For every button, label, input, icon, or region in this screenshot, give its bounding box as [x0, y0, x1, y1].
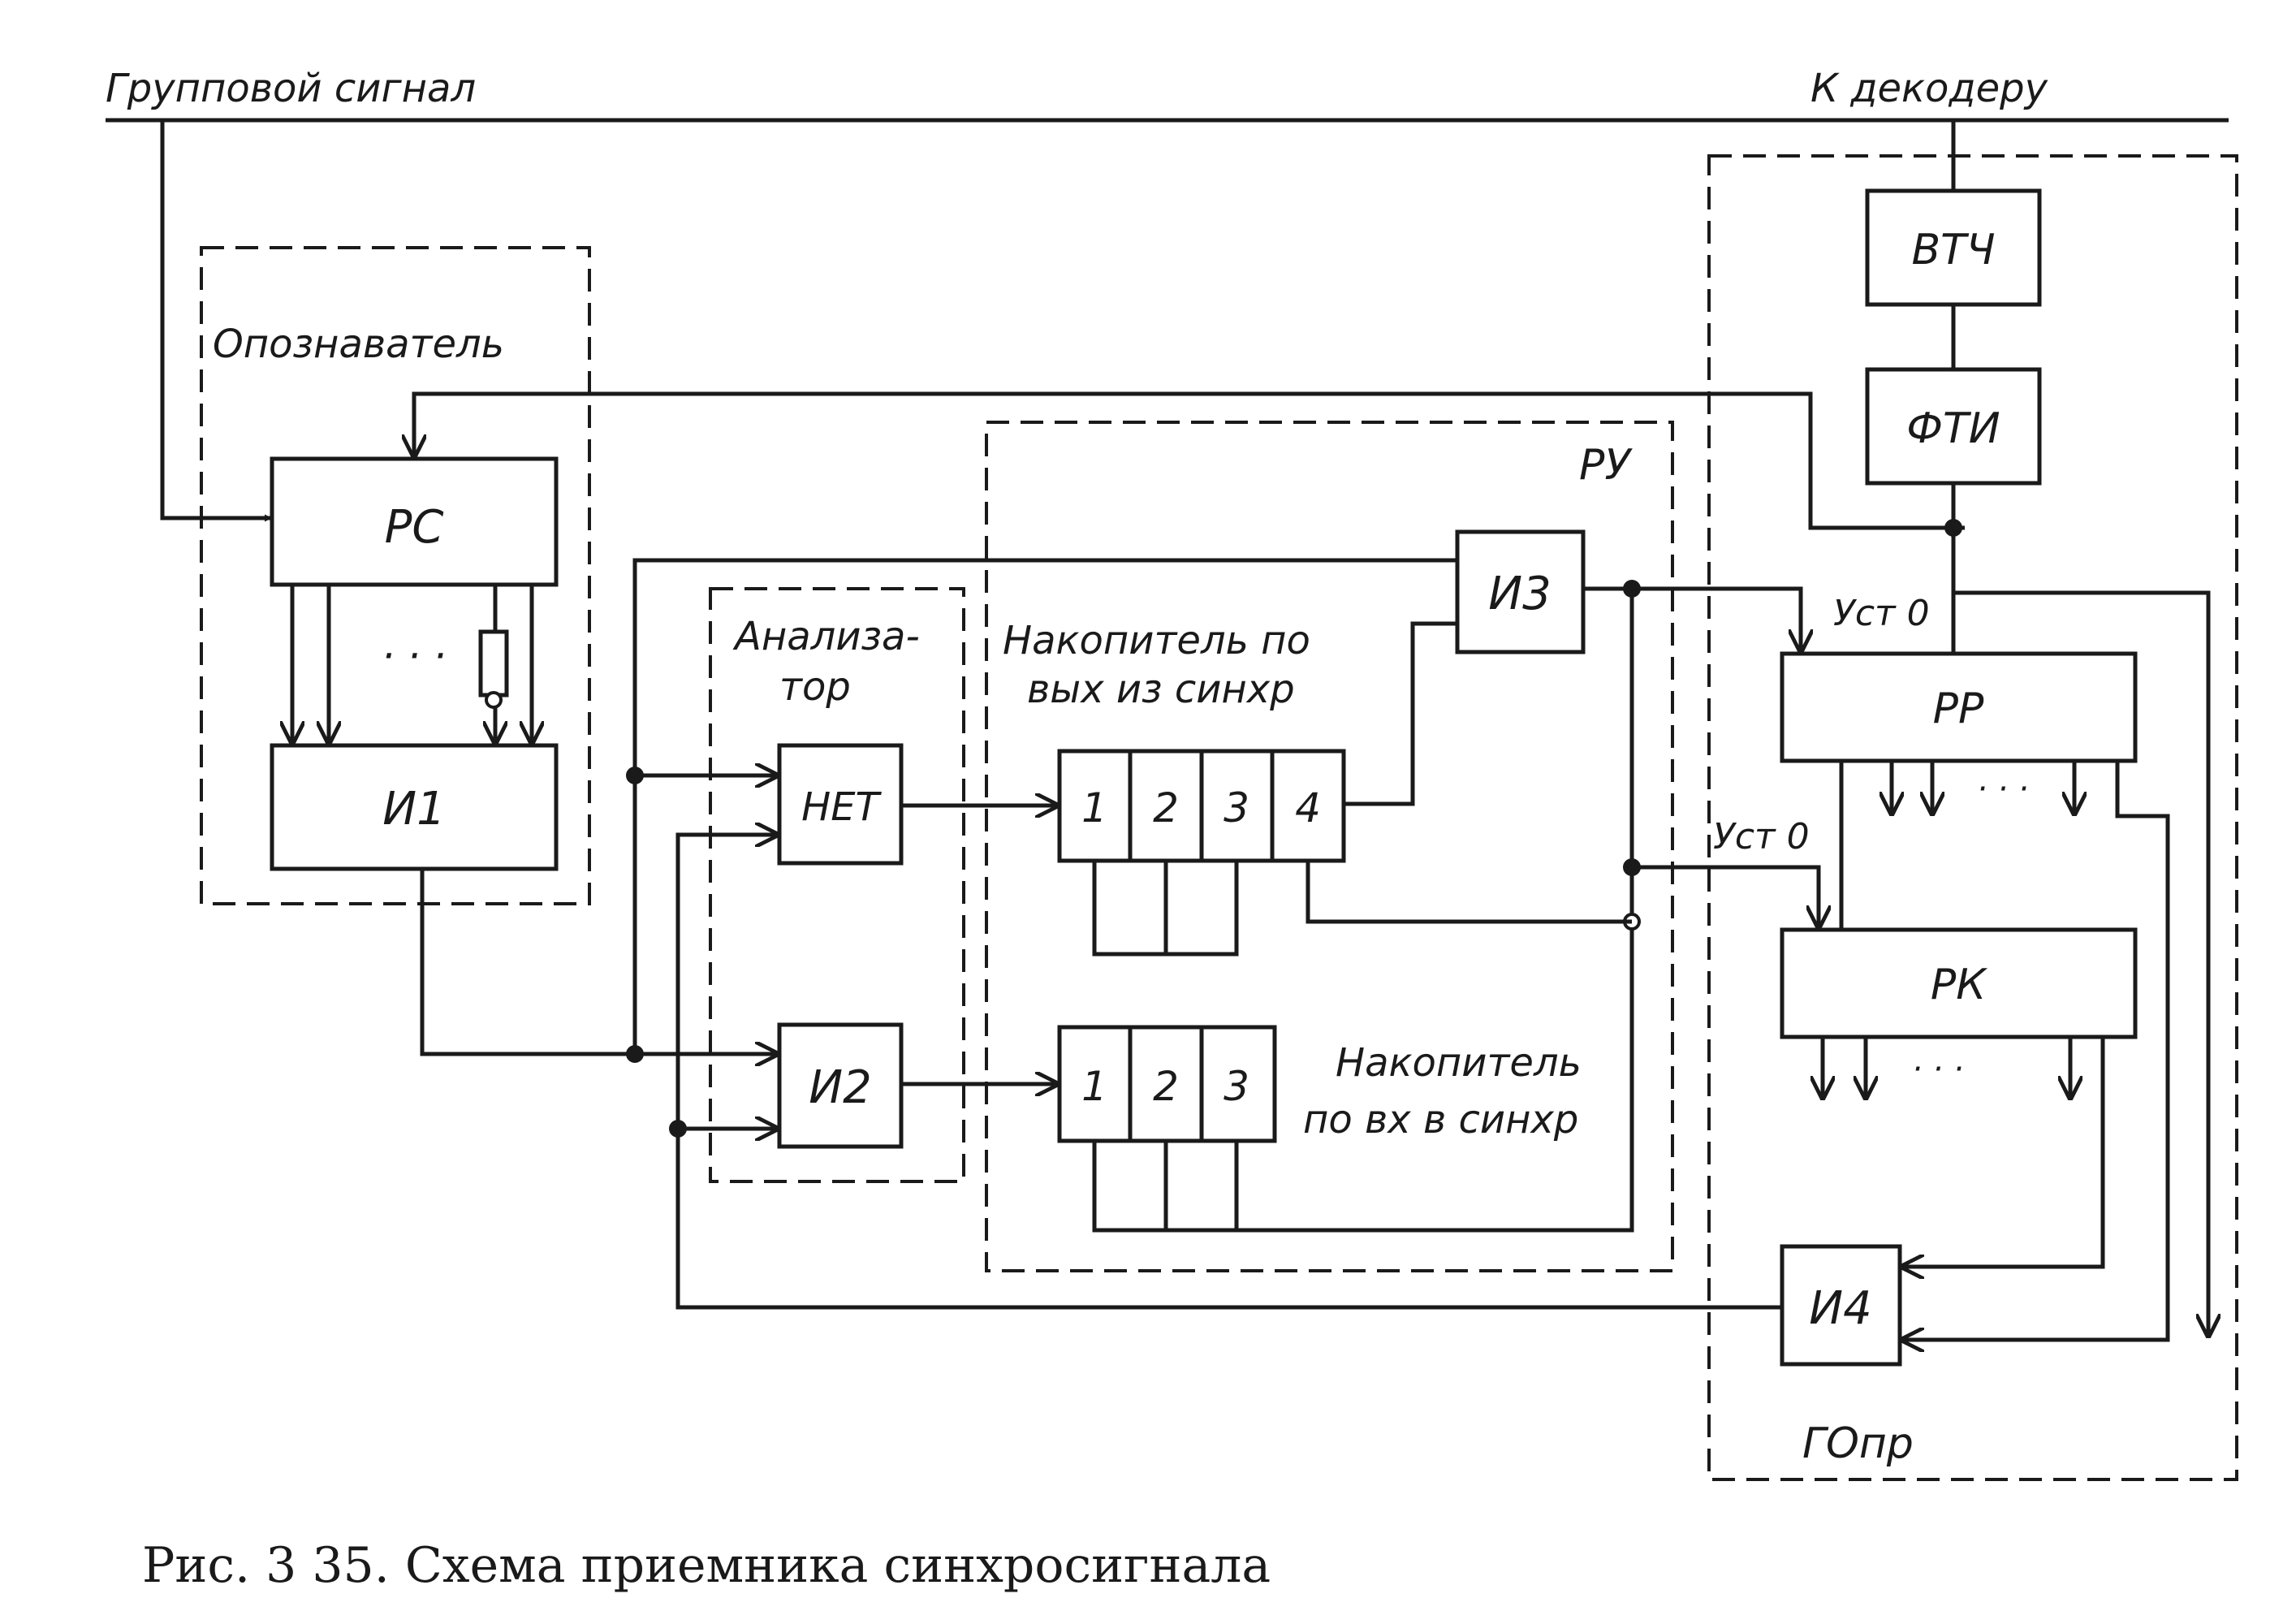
- rr-block: [1780, 651, 2138, 763]
- inverter-element: [478, 629, 509, 698]
- i4-output: [675, 835, 1782, 1310]
- i2-label: И2: [809, 1061, 872, 1114]
- i1-output: [420, 869, 635, 1056]
- fti-label: ФТИ: [1906, 404, 2000, 453]
- reset-to-rk: [1632, 865, 1819, 930]
- accum-in-cell: 1: [1081, 1063, 1107, 1110]
- accum-in-cell: 3: [1224, 1063, 1249, 1110]
- rs-ellipsis: · · ·: [382, 633, 446, 680]
- ust0-mid-label: Уст 0: [1713, 816, 1810, 857]
- accum-out-cell: 2: [1153, 784, 1179, 831]
- ru-label: РУ: [1579, 441, 1633, 490]
- accum-in-label-1: Накопитель: [1336, 1040, 1582, 1086]
- i1-block: [270, 743, 559, 871]
- i4-label: И4: [1809, 1282, 1872, 1335]
- rk-label: РК: [1931, 961, 1987, 1009]
- ru-region: [985, 421, 1674, 1272]
- i2-block: [777, 1022, 904, 1149]
- analyzer-region: [709, 587, 965, 1183]
- group-signal-label: Групповой сигнал: [106, 66, 476, 111]
- rs-label: РС: [385, 501, 444, 554]
- ust0-top-label: Уст 0: [1833, 593, 1930, 634]
- rk-ellipsis: · · ·: [1912, 1051, 1964, 1088]
- rk-block: [1780, 927, 2138, 1039]
- accum-in-cell: 2: [1153, 1063, 1179, 1110]
- i3-feedback: [632, 558, 1457, 1054]
- vtch-label: ВТЧ: [1911, 226, 1995, 274]
- identifier-region: [200, 246, 591, 905]
- net-block: [777, 743, 904, 866]
- accum-out-cell: 3: [1224, 784, 1249, 831]
- rr-label: РР: [1933, 685, 1984, 733]
- net-label: НЕТ: [801, 784, 882, 830]
- go-pr-region: [1707, 154, 2238, 1481]
- rr-ellipsis: · · ·: [1977, 771, 2029, 808]
- to-decoder-label: К декодеру: [1810, 66, 2048, 111]
- fti-feedback: [414, 391, 1965, 530]
- analyzer-label-1: Анализа-: [732, 614, 920, 659]
- go-pr-label: ГОпр: [1802, 1419, 1914, 1468]
- rs-block: [270, 456, 559, 587]
- accum-in: 1 2 3: [1057, 1025, 1277, 1143]
- accum-out-cell: 1: [1081, 784, 1107, 831]
- i1-label: И1: [382, 783, 446, 836]
- i3-label: И3: [1488, 568, 1552, 620]
- i3-to-rr: [1632, 586, 1801, 654]
- accum-in-label-2: по вх в синхр: [1303, 1097, 1578, 1142]
- analyzer-label-2: тор: [779, 664, 851, 710]
- identifier-label: Опознаватель: [213, 322, 504, 367]
- figure-caption: Рис. 3 35. Схема приемника синхросигнала: [142, 1537, 1271, 1594]
- i3-block: [1455, 529, 1586, 654]
- accum-out-cell: 4: [1295, 784, 1321, 831]
- accum-out-label-2: вых из синхр: [1027, 667, 1295, 712]
- accum-out: 1 2 3 4: [1057, 749, 1346, 863]
- group-to-rs: [160, 120, 272, 522]
- accum-out-label-1: Накопитель по: [1003, 618, 1310, 663]
